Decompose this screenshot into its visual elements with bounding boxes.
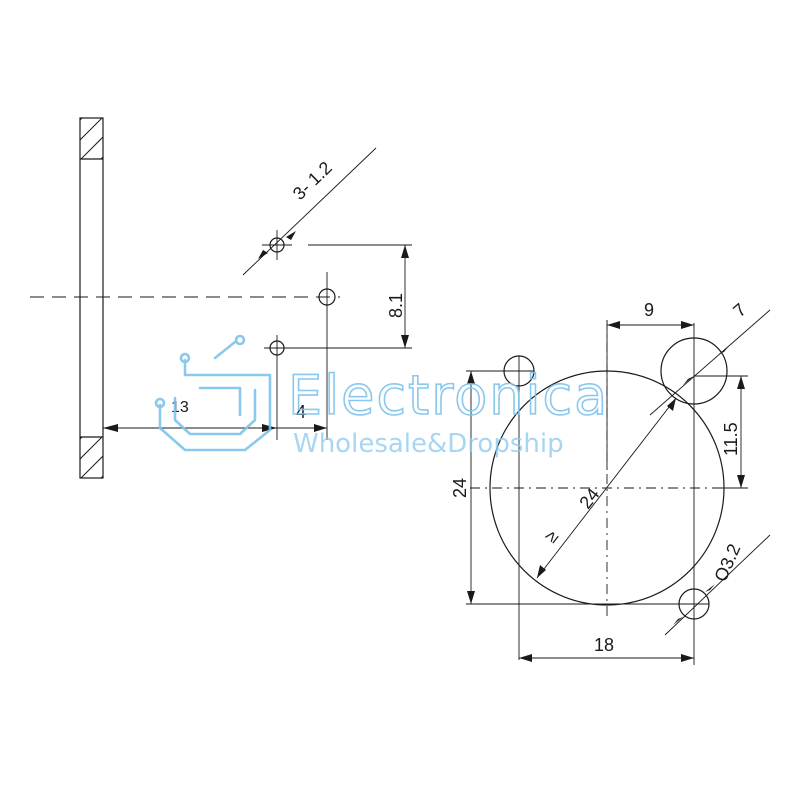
dim-13-label: 13 <box>171 399 189 416</box>
dim-bore-label: 24 <box>575 484 603 512</box>
watermark-subtitle: Wholesale&Dropship <box>293 429 564 459</box>
dim-8-1-label: 8.1 <box>386 293 406 318</box>
panel-plate <box>79 117 104 479</box>
dim-7-label: 7 <box>729 299 750 321</box>
dim-24-left-label: 24 <box>450 478 470 498</box>
dim-bore-prefix: ≥ <box>540 526 562 546</box>
dim-4-label: 4 <box>296 402 306 422</box>
circuit-logo-icon <box>154 334 272 452</box>
front-view: 9 7 11.5 24 24 ≥ Ο3.2 18 <box>450 299 771 665</box>
dim-3-2-label: Ο3.2 <box>710 541 744 585</box>
dim-18-label: 18 <box>594 635 614 655</box>
hole-spec-label: 3- 1.2 <box>289 158 336 204</box>
dim-9-label: 9 <box>644 300 654 320</box>
dim-3-2-leader <box>664 534 771 636</box>
watermark-title: Electronica <box>288 364 609 427</box>
watermark: Electronica Wholesale&Dropship <box>154 334 609 459</box>
dim-7-leader <box>649 309 771 416</box>
hatch-top <box>80 118 103 159</box>
hatch-bottom <box>80 437 103 478</box>
dim-bore-line <box>536 397 677 579</box>
dim-11-5-label: 11.5 <box>721 422 741 456</box>
